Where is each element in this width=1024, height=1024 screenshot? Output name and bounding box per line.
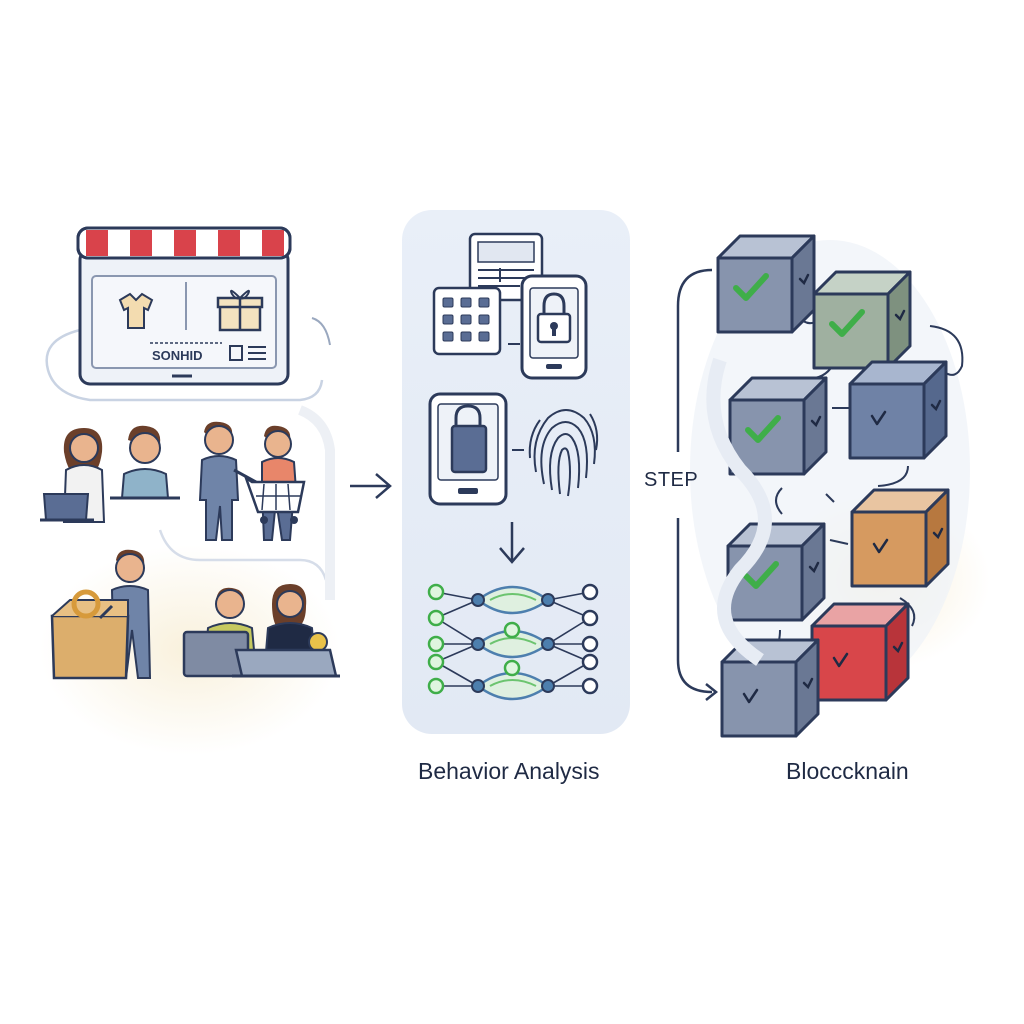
blockchain-label: Blocccknain	[786, 758, 909, 784]
step-label: STEP	[644, 469, 699, 491]
person-man-headset	[110, 425, 180, 500]
people-with-laptops	[182, 584, 340, 678]
blockchain-cube-icon	[716, 234, 816, 334]
step-bracket	[676, 268, 713, 694]
check-icon	[733, 273, 769, 301]
check-icon	[743, 561, 779, 589]
arrow-right-icon	[350, 473, 392, 499]
blockchain-cube-icon	[848, 360, 948, 460]
tick-mark	[870, 410, 887, 426]
smartphone-lock-icon	[428, 392, 508, 506]
store-sign-text: SONHID	[152, 348, 203, 363]
people-shopping-icon	[40, 405, 335, 600]
person-with-box	[50, 549, 152, 680]
phone-lock-icon	[520, 274, 588, 380]
blockchain-cube-icon	[726, 522, 826, 622]
shopping-cart-icon	[243, 474, 306, 524]
check-icon	[745, 415, 781, 443]
awning	[76, 226, 292, 260]
blockchain-cube-icon	[850, 488, 950, 588]
people-working-icon	[50, 549, 340, 680]
tick-mark	[832, 652, 849, 668]
tick-mark	[872, 538, 889, 554]
behavior-analysis-label: Behavior Analysis	[418, 758, 600, 784]
tick-mark	[742, 688, 759, 704]
check-icon	[829, 309, 865, 337]
blockchain-cube-icon	[728, 376, 828, 476]
storefront-icon: SONHID	[45, 226, 331, 402]
neural-network-icon	[427, 583, 599, 701]
blockchain-blocks	[716, 234, 950, 738]
gift-icon	[216, 289, 264, 332]
person-woman-laptop	[40, 428, 106, 523]
shirt-icon	[118, 292, 154, 329]
fingerprint-icon	[528, 409, 599, 497]
blockchain-cube-icon	[720, 638, 820, 738]
arrow-down-icon	[499, 522, 525, 564]
people-with-cart	[198, 421, 306, 541]
blockchain-cube-icon	[812, 270, 912, 370]
keypad-icon	[432, 286, 502, 356]
blockchain-cube-icon	[810, 602, 910, 702]
